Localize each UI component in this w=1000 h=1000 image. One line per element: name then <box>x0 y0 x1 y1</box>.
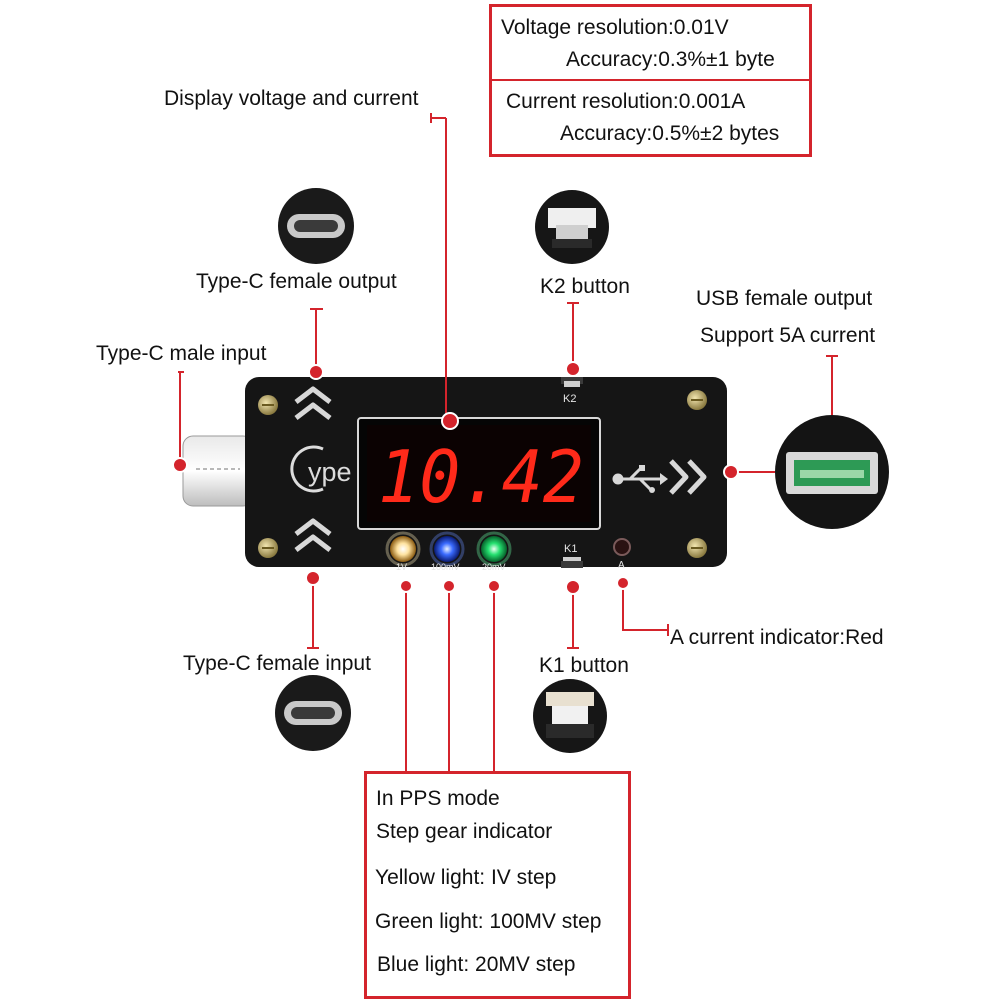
pps-line-step-indicator: Step gear indicator <box>376 820 553 843</box>
typec-female-input-photo <box>275 675 351 751</box>
k1-switch-icon <box>561 557 583 568</box>
type-logo-text: ype <box>308 457 352 487</box>
a-mark: A <box>618 560 625 571</box>
usb-female-photo <box>775 415 889 529</box>
pps-line-mode: In PPS mode <box>376 787 500 810</box>
led-blue-icon <box>429 531 465 567</box>
k2-button-label: K2 button <box>540 275 630 298</box>
current-resolution-text: Current resolution:0.001A <box>506 90 746 113</box>
typec-male-plug <box>182 435 254 507</box>
led-current-red-icon <box>613 538 631 556</box>
pps-box: In PPS mode Step gear indicator Yellow l… <box>364 771 631 999</box>
current-accuracy-text: Accuracy:0.5%±2 bytes <box>560 122 780 145</box>
voltage-accuracy-text: Accuracy:0.3%±1 byte <box>566 48 775 71</box>
usb-female-output-label: USB female output <box>696 287 873 310</box>
typec-female-output-photo <box>278 188 354 264</box>
spec-separator <box>492 79 809 81</box>
led-1v-mark: 1V <box>396 562 407 572</box>
typec-male-input-label: Type-C male input <box>96 342 267 365</box>
spec-box: Voltage resolution:0.01V Accuracy:0.3%±1… <box>489 4 812 157</box>
display-label: Display voltage and current <box>164 87 419 110</box>
k2-switch-icon <box>561 377 583 387</box>
a-indicator-label: A current indicator:Red <box>670 626 884 649</box>
k1-mark: K1 <box>564 543 577 555</box>
k2-button-photo <box>535 190 609 264</box>
type-c-logo-icon: ype <box>290 445 352 493</box>
typec-female-input-label: Type-C female input <box>183 652 371 675</box>
k1-button-photo <box>533 679 607 753</box>
display-readout: 10.42 <box>378 435 584 519</box>
voltage-resolution-text: Voltage resolution:0.01V <box>501 16 729 39</box>
pps-line-blue: Blue light: 20MV step <box>377 953 576 976</box>
led-green-icon <box>476 531 512 567</box>
led-100mv-mark: 100mV <box>431 562 460 572</box>
pps-line-yellow: Yellow light: IV step <box>375 866 557 889</box>
usb-support-label: Support 5A current <box>700 324 876 347</box>
led-20mv-mark: 20mV <box>482 562 506 572</box>
pps-line-green: Green light: 100MV step <box>375 910 602 933</box>
screw-icon <box>258 390 707 558</box>
chevron-up-icon <box>294 386 332 420</box>
k2-mark: K2 <box>563 393 576 405</box>
usb-icon <box>612 465 668 493</box>
chevron-right-icon <box>669 459 707 495</box>
typec-female-output-label: Type-C female output <box>196 270 397 293</box>
led-yellow-icon <box>385 531 421 567</box>
chevron-down-icon <box>294 518 332 552</box>
k1-button-label: K1 button <box>539 654 629 677</box>
